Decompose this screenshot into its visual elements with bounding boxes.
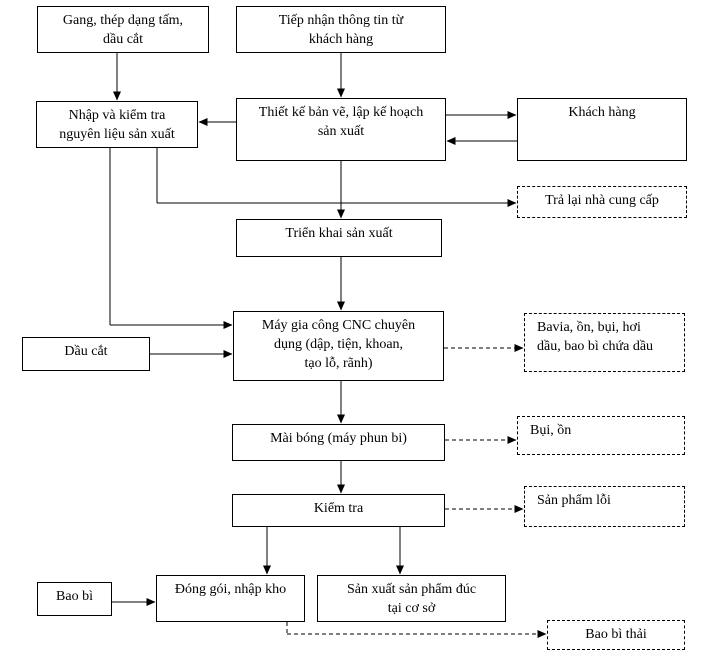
node-customer-info: Tiếp nhận thông tin từ khách hàng [236,6,446,53]
node-cutting-oil: Dầu cắt [22,337,150,371]
node-polishing: Mài bóng (máy phun bi) [232,424,445,461]
node-return-supplier: Trả lại nhà cung cấp [517,186,687,218]
node-defect-product: Sản phẩm lỗi [524,486,685,527]
node-casting-onsite: Sản xuất sản phẩm đúc tại cơ sở [317,575,506,622]
node-pack-store: Đóng gói, nhập kho [156,575,305,622]
node-cnc-waste: Bavia, ồn, bụi, hơi dầu, bao bì chứa dầu [524,313,685,372]
node-customer: Khách hàng [517,98,687,161]
node-raw-materials: Gang, thép dạng tấm, dầu cắt [37,6,209,53]
node-design-plan: Thiết kế bản vẽ, lập kế hoạch sản xuất [236,98,446,161]
node-polish-waste: Bụi, ồn [517,416,685,455]
node-waste-packaging: Bao bì thải [547,620,685,650]
node-inspection: Kiểm tra [232,494,445,527]
node-packaging-material: Bao bì [37,582,112,616]
node-deploy-production: Triển khai sản xuất [236,219,442,257]
node-import-check: Nhập và kiểm tra nguyên liệu sản xuất [36,101,198,148]
node-cnc-machine: Máy gia công CNC chuyên dụng (dập, tiện,… [233,311,444,381]
